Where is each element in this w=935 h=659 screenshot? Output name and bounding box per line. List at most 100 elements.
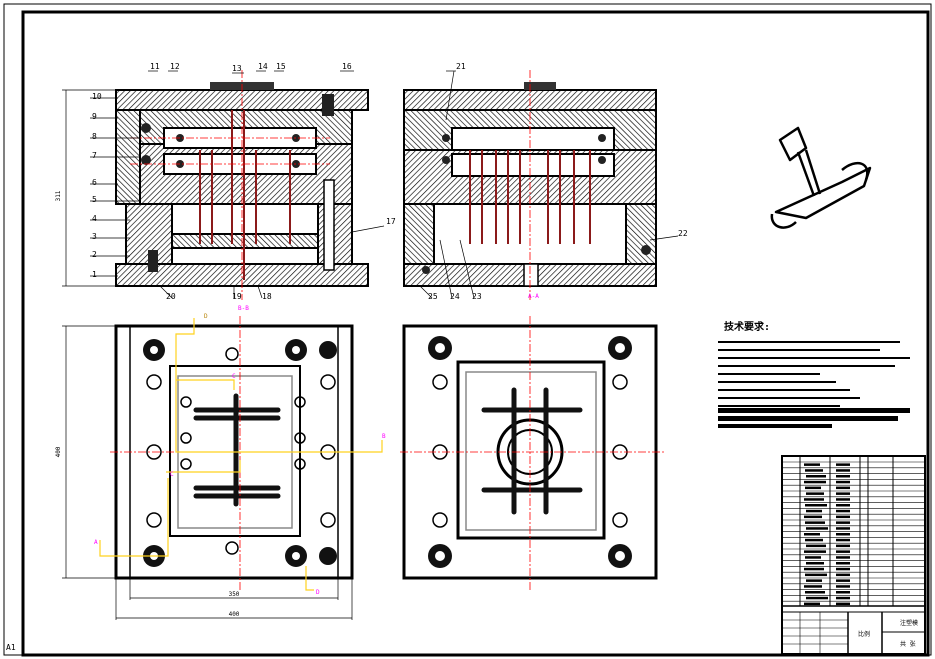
part-label-3: 3	[92, 232, 97, 241]
bom-row-entry	[805, 556, 821, 559]
bom-row-entry	[804, 463, 820, 466]
plan-height-dim: 400	[55, 446, 62, 457]
bom-row-entry	[804, 567, 824, 571]
bom-row-entry	[804, 533, 820, 536]
bom-row-entry	[804, 515, 822, 519]
callout-d-bottom: D	[316, 589, 320, 596]
bom-row-entry	[804, 480, 826, 484]
plan-inner-width-dim: 350	[229, 591, 240, 598]
bom-row-entry	[804, 585, 822, 588]
part-label-4: 4	[92, 214, 97, 223]
part-label-25: 25	[428, 292, 438, 301]
part-label-16: 16	[342, 62, 352, 71]
bom-row-entry	[806, 544, 826, 548]
bom-row-material	[836, 504, 850, 507]
bom-row-material	[836, 463, 850, 466]
callout-c-mid: C	[170, 471, 174, 478]
left-plan-view: 400 350 400 D C B A C D	[55, 313, 386, 620]
bom-row-entry	[806, 596, 828, 600]
title-name-cell: 注塑模	[900, 619, 918, 627]
bom-row-entry	[805, 573, 827, 577]
inner-border	[21, 10, 930, 657]
part-label-13: 13	[232, 64, 242, 73]
left-section-view: 311	[55, 70, 369, 300]
part-label-21: 21	[456, 62, 466, 71]
title-scale-cell: 比例	[858, 630, 870, 638]
bom-row-material	[836, 533, 850, 536]
bom-row-material	[836, 556, 850, 559]
part-label-12: 12	[170, 62, 180, 71]
callout-d-top: D	[204, 313, 208, 320]
bom-row-material	[836, 515, 850, 519]
bom-row-entry	[806, 475, 826, 478]
sheet-size-label: A1	[6, 643, 16, 652]
bom-row-entry	[806, 562, 824, 565]
bom-row-material	[836, 573, 850, 577]
bom-row-entry	[804, 550, 826, 553]
part-label-24: 24	[450, 292, 460, 301]
part-label-7: 7	[92, 151, 97, 160]
callout-c-left: C	[232, 373, 236, 380]
part-label-20: 20	[166, 292, 176, 301]
part-label-19: 19	[232, 292, 242, 301]
part-isometric-sketch	[770, 126, 872, 229]
bom-row-material	[836, 602, 850, 606]
plan-outer-width-dim: 400	[229, 611, 240, 618]
bom-row-entry	[805, 591, 825, 594]
part-label-2: 2	[92, 250, 97, 259]
bom-row-entry	[805, 521, 825, 524]
bom-row-material	[836, 492, 850, 495]
part-label-23: 23	[472, 292, 482, 301]
right-section-view: 21 22 25 24 23 A-A	[403, 62, 688, 301]
part-label-18: 18	[262, 292, 272, 301]
right-plan-view	[400, 316, 664, 590]
bom-row-material	[836, 521, 850, 524]
section-mark-right: A-A	[528, 293, 539, 300]
part-label-9: 9	[92, 112, 97, 121]
part-label-15: 15	[276, 62, 286, 71]
bom-row-material	[836, 538, 850, 542]
bom-row-entry	[806, 509, 822, 513]
bom-row-entry	[805, 486, 821, 490]
bom-row-material	[836, 567, 850, 571]
bom-row-entry	[806, 579, 822, 582]
bom-row-material	[836, 498, 850, 501]
bom-row-material	[836, 486, 850, 490]
part-leaders-left	[90, 70, 385, 299]
bom-row-material	[836, 527, 850, 530]
bom-row-material	[836, 596, 850, 600]
title-block: 注塑模 比例 共 张	[781, 455, 926, 655]
title-sheet-cell: 共 张	[900, 640, 916, 648]
section-mark-left: B-B	[238, 305, 249, 312]
part-label-17: 17	[386, 217, 396, 226]
part-label-14: 14	[258, 62, 268, 71]
part-label-8: 8	[92, 132, 97, 141]
bom-row-entry	[805, 504, 827, 507]
bom-row-material	[836, 562, 850, 565]
bom-row-entry	[806, 527, 828, 530]
bom-row-material	[836, 550, 850, 553]
bom-row-material	[836, 475, 850, 478]
bom-row-material	[836, 585, 850, 588]
part-label-6: 6	[92, 178, 97, 187]
callout-b-right: B	[382, 433, 386, 440]
bom-row-entry	[806, 492, 824, 495]
tech-req-title: 技术要求:	[724, 320, 770, 333]
bom-row-entry	[804, 602, 820, 606]
bom-row-material	[836, 469, 850, 472]
bom-row-entry	[804, 498, 824, 501]
part-label-1: 1	[92, 270, 97, 279]
bom-row-material	[836, 579, 850, 582]
bom-row-entry	[805, 538, 823, 542]
part-label-11: 11	[150, 62, 160, 71]
bom-row-material	[836, 544, 850, 548]
part-label-5: 5	[92, 195, 97, 204]
part-label-22: 22	[678, 229, 688, 238]
bom-row-material	[836, 591, 850, 594]
callout-a-left: A	[94, 539, 98, 546]
part-label-10: 10	[92, 92, 102, 101]
part-number-labels: 10 9 8 7 6 5 4 3 2 1 11 12 13 14 15 16 1…	[92, 62, 396, 312]
technical-requirements: 技术要求:	[718, 320, 910, 428]
bom-row-material	[836, 480, 850, 484]
